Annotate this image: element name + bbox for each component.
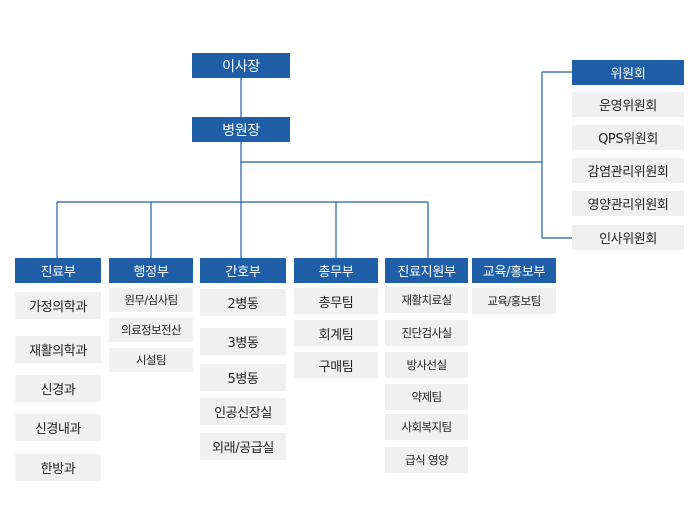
department-item: 원무/심사팀 bbox=[109, 288, 193, 312]
committee-item: 영양관리위원회 bbox=[572, 191, 684, 216]
department-header: 진료부 bbox=[15, 258, 101, 283]
committee-header: 위원회 bbox=[572, 60, 684, 85]
committee-item: 인사위원회 bbox=[572, 225, 684, 250]
department-header: 행정부 bbox=[109, 258, 193, 283]
department-item: 인공신장실 bbox=[200, 398, 286, 425]
department-header: 총무부 bbox=[294, 258, 378, 283]
department-item: 재활치료실 bbox=[385, 287, 468, 313]
department-item: 구매팀 bbox=[294, 352, 378, 378]
department-item: 가정의학과 bbox=[15, 292, 101, 319]
department-item: 시설팀 bbox=[109, 348, 193, 372]
department-item: 사회복지팀 bbox=[385, 414, 468, 440]
department-item: 진단검사실 bbox=[385, 320, 468, 346]
chairman-box: 이사장 bbox=[192, 53, 290, 78]
department-item: 방사선실 bbox=[385, 352, 468, 378]
department-item: 신경내과 bbox=[15, 414, 101, 441]
department-item: 3병동 bbox=[200, 328, 286, 355]
department-item: 2병동 bbox=[200, 289, 286, 316]
department-item: 약제팀 bbox=[385, 384, 468, 410]
department-item: 급식 영양 bbox=[385, 447, 468, 473]
director-box: 병원장 bbox=[192, 117, 290, 142]
department-item: 외래/공급실 bbox=[200, 433, 286, 460]
department-item: 재활의학과 bbox=[15, 336, 101, 363]
committee-item: 운영위원회 bbox=[572, 92, 684, 117]
committee-item: 감염관리위원회 bbox=[572, 158, 684, 183]
department-header: 교육/홍보부 bbox=[472, 258, 556, 283]
department-item: 5병동 bbox=[200, 364, 286, 391]
department-header: 진료지원부 bbox=[385, 258, 468, 283]
department-header: 간호부 bbox=[200, 258, 286, 283]
department-item: 교육/홍보팀 bbox=[472, 288, 556, 314]
department-item: 신경과 bbox=[15, 375, 101, 402]
department-item: 한방과 bbox=[15, 454, 101, 481]
department-item: 총무팀 bbox=[294, 288, 378, 314]
department-item: 의료정보전산 bbox=[109, 318, 193, 342]
committee-item: QPS위원회 bbox=[572, 125, 684, 150]
department-item: 회계팀 bbox=[294, 320, 378, 346]
